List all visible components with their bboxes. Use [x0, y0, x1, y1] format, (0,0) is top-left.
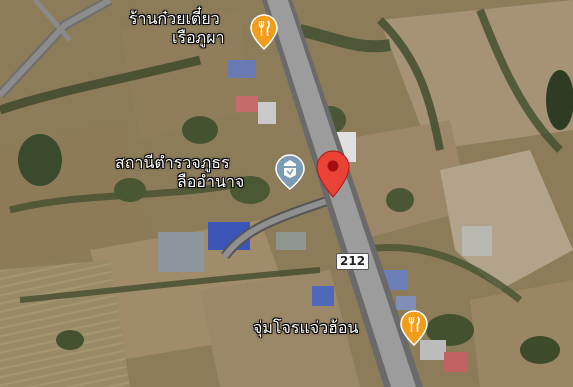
- location-pin-icon[interactable]: [316, 150, 350, 198]
- poi-name-line-1: ร้านก๋วยเตี๋ยว: [128, 9, 220, 28]
- poi-name-line-1: สถานีตำรวจภูธร: [115, 153, 230, 172]
- restaurant-icon[interactable]: [250, 14, 278, 50]
- poi-label-police-station[interactable]: สถานีตำรวจภูธร ลืออำนาจ: [115, 153, 244, 191]
- poi-name-line-2: ลืออำนาจ: [177, 172, 245, 191]
- police-station-icon[interactable]: [275, 154, 305, 190]
- restaurant-icon[interactable]: [400, 310, 428, 346]
- poi-label-restaurant-2[interactable]: จุ่มโจรแจ่วฮ้อน: [253, 318, 359, 337]
- route-shield: 212: [336, 253, 370, 270]
- poi-name-line-2: เรือภูผา: [172, 28, 225, 47]
- poi-label-restaurant-1[interactable]: ร้านก๋วยเตี๋ยว เรือภูผา: [124, 9, 225, 47]
